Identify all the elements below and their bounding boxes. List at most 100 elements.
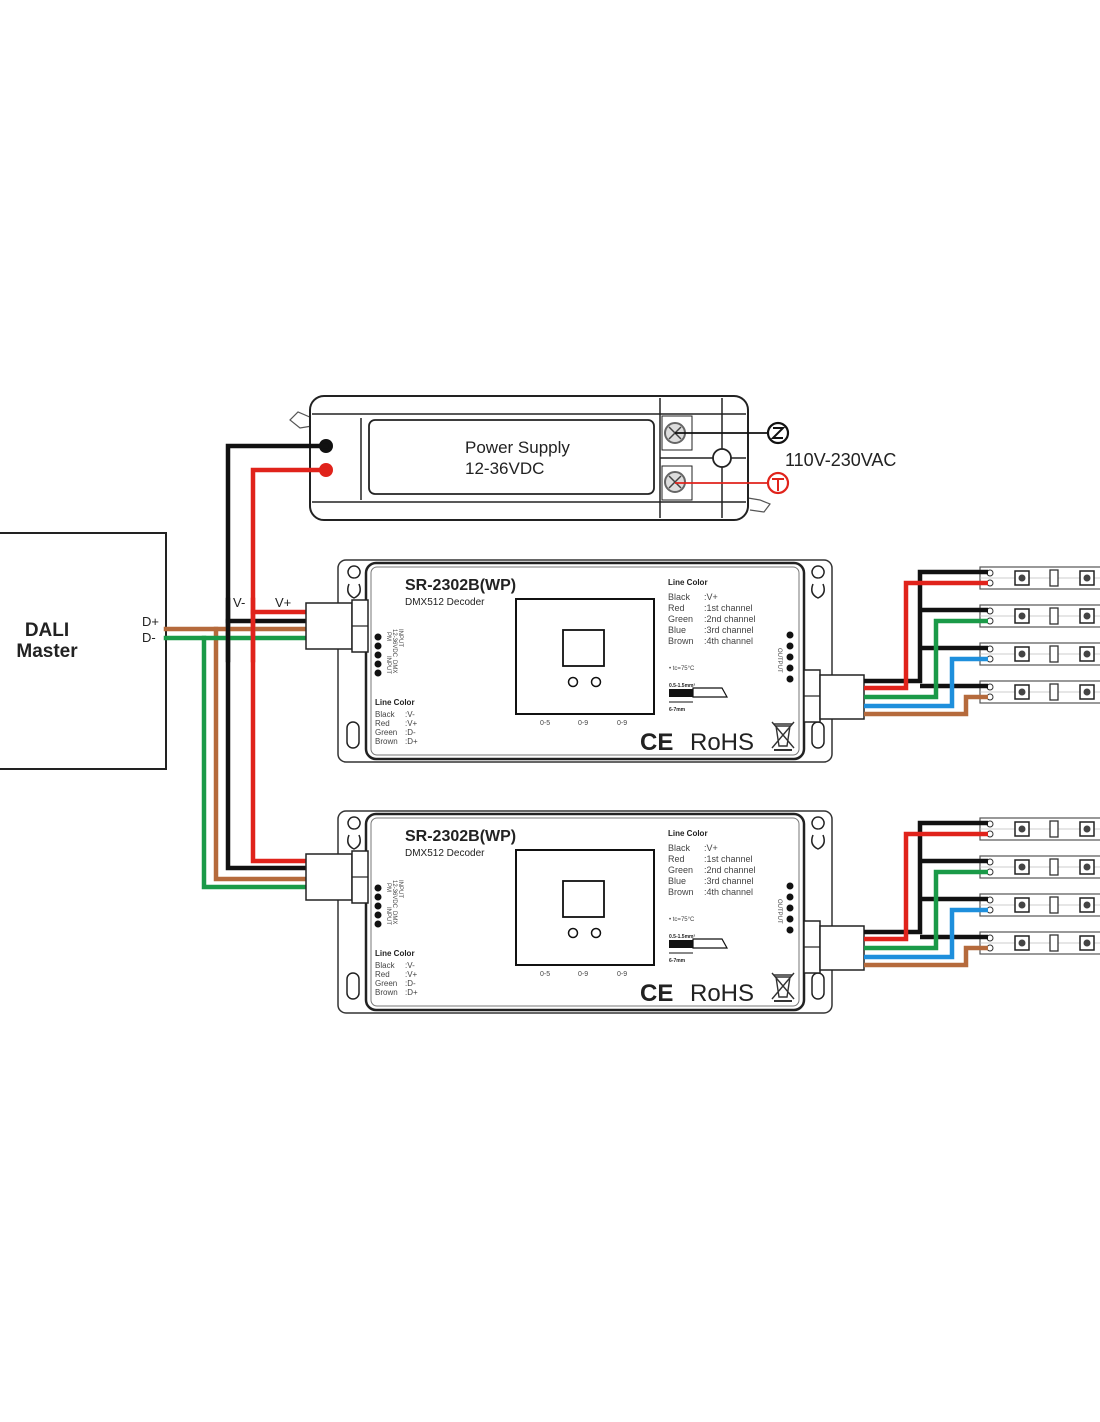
decoder-1-text: SR-2302B(WP) DMX512 Decoder INPUT 12-36V… <box>375 577 782 756</box>
strip-length-label: 6-7mm <box>669 958 686 964</box>
decoder-subtitle: DMX512 Decoder <box>405 848 485 859</box>
line-color-name: Red <box>668 854 685 864</box>
power-supply-label-panel <box>368 419 655 495</box>
line-color-meaning: :D- <box>405 728 416 737</box>
input-voltage-label: 12-36VDC <box>391 629 397 658</box>
line-color-meaning: :1st channel <box>704 854 753 864</box>
ce-mark: CE <box>640 729 673 756</box>
v-plus-label: V+ <box>275 595 291 610</box>
input-voltage-label: 12-36VDC <box>391 880 397 909</box>
resistor-icon <box>1049 820 1059 838</box>
dmx-input-label: INPUT <box>385 907 391 925</box>
input-label: INPUT <box>397 880 403 898</box>
wire-gauge-label: 0.5-1.5mm² <box>669 683 695 689</box>
line-color-meaning: :2nd channel <box>704 614 756 624</box>
line-color-meaning: :D+ <box>405 737 418 746</box>
output-label: OUTPUT <box>776 899 782 924</box>
dali-master-line1: DALI <box>25 620 69 641</box>
wire-gauge-label: 0.5-1.5mm² <box>669 934 695 940</box>
dial-label: 0-5 <box>540 720 550 727</box>
line-color-name: Brown <box>375 988 398 997</box>
dial-label: 0-9 <box>578 720 588 727</box>
terminal-d-minus-label: D- <box>142 630 156 645</box>
temp-note: • tc=75°C <box>669 666 695 672</box>
pm-label: PM <box>385 632 391 641</box>
line-color-name: Red <box>375 719 390 728</box>
pm-label: PM <box>385 883 391 892</box>
wire-black-common <box>864 569 988 684</box>
decoder-subtitle: DMX512 Decoder <box>405 597 485 608</box>
wire-channel-4 <box>864 694 988 717</box>
line-color-name: Black <box>668 843 691 853</box>
line-color-meaning: :2nd channel <box>704 865 756 875</box>
line-color-name: Black <box>375 961 396 970</box>
line-color-name: Green <box>668 614 693 624</box>
line-color-meaning: :V- <box>405 710 415 719</box>
line-color-name: Black <box>375 710 396 719</box>
input-line-color-title: Line Color <box>375 949 415 958</box>
dali-master-box <box>0 532 167 770</box>
wire-channel-3 <box>864 656 988 709</box>
dali-master: DALI Master D+ D- <box>0 532 167 770</box>
line-color-meaning: :D- <box>405 979 416 988</box>
line-color-meaning: :D+ <box>405 988 418 997</box>
mount-tab-left <box>289 411 313 429</box>
mount-tab-right <box>747 497 771 513</box>
line-color-meaning: :V+ <box>405 719 418 728</box>
line-color-name: Black <box>668 592 691 602</box>
decoder-model: SR-2302B(WP) <box>405 828 516 845</box>
line-color-name: Blue <box>668 876 686 886</box>
rohs-mark: RoHS <box>690 980 754 1007</box>
strip-length-label: 6-7mm <box>669 707 686 713</box>
line-color-name: Brown <box>375 737 398 746</box>
line-color-meaning: :V+ <box>405 970 418 979</box>
wire-channel-1 <box>864 580 988 691</box>
input-line-color-list: Black :V- Red :V+ Green :D- Brown :D+ <box>375 710 418 746</box>
wire-channel-3 <box>864 907 988 960</box>
input-line-color-title: Line Color <box>375 698 415 707</box>
input-wiring: V- V+ <box>163 443 329 890</box>
resistor-icon <box>1049 934 1059 952</box>
line-color-meaning: :3rd channel <box>704 625 754 635</box>
input-line-color-list: Black :V- Red :V+ Green :D- Brown :D+ <box>375 961 418 997</box>
line-color-name: Green <box>375 728 397 737</box>
output-label: OUTPUT <box>776 648 782 673</box>
output-line-color-list: Black :V+ Red :1st channel Green :2nd ch… <box>668 843 756 897</box>
dial-label: 0-9 <box>578 971 588 978</box>
resistor-icon <box>1049 896 1059 914</box>
terminal-d-plus-label: D+ <box>142 614 159 629</box>
power-supply: Power Supply 12-36VDC 110V-230VAC <box>289 395 896 521</box>
resistor-icon <box>1049 645 1059 663</box>
resistor-icon <box>1049 683 1059 701</box>
line-color-name: Blue <box>668 625 686 635</box>
line-color-meaning: :1st channel <box>704 603 753 613</box>
output-wiring <box>864 566 1100 968</box>
wire-channel-2 <box>864 618 988 700</box>
resistor-icon <box>1049 858 1059 876</box>
line-color-name: Brown <box>668 887 694 897</box>
v-minus-label: V- <box>233 595 245 610</box>
line-color-meaning: :V+ <box>704 843 718 853</box>
decoder-model: SR-2302B(WP) <box>405 577 516 594</box>
wire-channel-2 <box>864 869 988 951</box>
rohs-mark: RoHS <box>690 729 754 756</box>
dial-label: 0-9 <box>617 971 627 978</box>
line-color-meaning: :4th channel <box>704 887 753 897</box>
line-color-meaning: :4th channel <box>704 636 753 646</box>
line-color-meaning: :3rd channel <box>704 876 754 886</box>
dmx-input-label: INPUT <box>385 656 391 674</box>
dali-master-line2: Master <box>16 641 78 662</box>
resistor-icon <box>1049 569 1059 587</box>
line-color-meaning: :V+ <box>704 592 718 602</box>
wire-black-common <box>864 820 988 935</box>
line-color-name: Red <box>375 970 390 979</box>
line-color-meaning: :V- <box>405 961 415 970</box>
resistor-icon <box>1049 607 1059 625</box>
dial-label: 0-9 <box>617 720 627 727</box>
ac-input-label: 110V-230VAC <box>785 450 896 470</box>
output-line-color-title: Line Color <box>668 829 708 838</box>
wire-v-plus <box>250 467 329 864</box>
input-label: INPUT <box>397 629 403 647</box>
dial-label: 0-5 <box>540 971 550 978</box>
power-supply-title: Power Supply <box>465 438 570 457</box>
